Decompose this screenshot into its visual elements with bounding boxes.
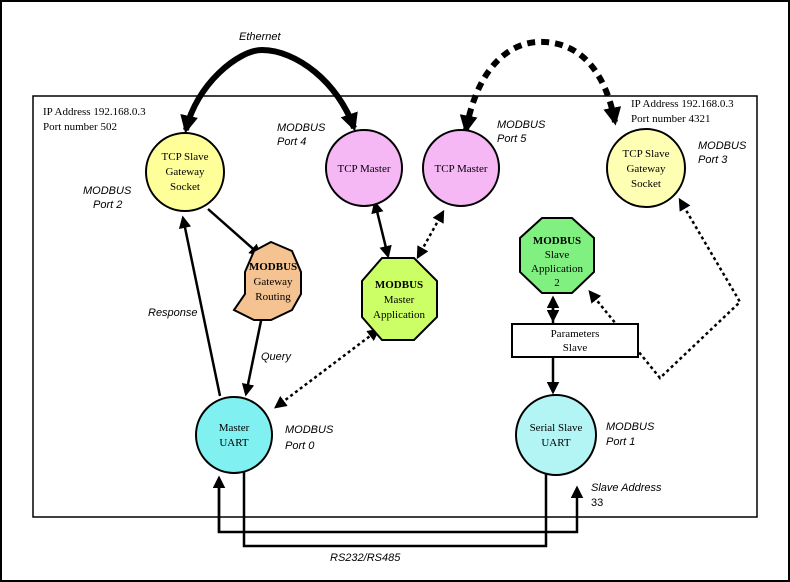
node-label-line: Socket — [631, 178, 661, 190]
node-shape — [232, 240, 302, 321]
node-label-line: MODBUS — [249, 261, 297, 273]
node-label-line: Slave — [563, 342, 588, 354]
node-label-line: Master — [219, 422, 250, 434]
port0-label: MODBUS — [285, 424, 334, 436]
port3-label: MODBUS — [698, 140, 747, 152]
node-label-line: TCP Master — [434, 163, 487, 175]
node-label-line: TCP Slave — [162, 151, 209, 163]
response-label: Response — [148, 307, 198, 319]
node-tcp-master-port4: TCP Master — [325, 129, 403, 207]
node-label-line: 2 — [554, 277, 560, 289]
ip-address-right: IP Address 192.168.0.3 — [631, 98, 734, 110]
node-label-line: Gateway — [165, 166, 205, 178]
node-label-line: UART — [219, 437, 249, 449]
node-shape — [519, 217, 595, 294]
node-shape — [195, 396, 273, 474]
port5-label: MODBUS — [497, 119, 546, 131]
internal-connections — [178, 200, 560, 397]
node-shape — [422, 129, 500, 207]
ethernet-link — [180, 46, 358, 134]
query-label: Query — [261, 351, 292, 363]
node-label-line: Slave — [545, 249, 570, 261]
slave-address-value: 33 — [591, 497, 603, 509]
rs-bus-label: RS232/RS485 — [330, 552, 401, 564]
node-label-line: Serial Slave — [530, 422, 583, 434]
node-shape — [606, 128, 686, 208]
node-label-line: Master — [384, 294, 415, 306]
node-label-line: Socket — [170, 181, 200, 193]
annotations: Ethernet IP Address 192.168.0.3 Port num… — [43, 31, 747, 564]
node-label-line: TCP Slave — [623, 148, 670, 160]
rs-bus-wiring — [212, 469, 584, 548]
tcp-port5-link — [459, 38, 622, 134]
port1-label: Port 1 — [606, 436, 635, 448]
node-serial-slave-uart: Serial Slave UART — [515, 394, 597, 476]
node-master-uart: Master UART — [195, 396, 273, 474]
node-label-line: Gateway — [626, 163, 666, 175]
node-label-line: Application — [531, 263, 583, 275]
port2-label: MODBUS — [83, 185, 132, 197]
port-number-right: Port number 4321 — [631, 113, 710, 125]
port3-label: Port 3 — [698, 154, 728, 166]
node-shape — [361, 257, 438, 341]
node-shape — [145, 132, 225, 212]
node-slave-application: MODBUS Slave Application 2 — [519, 217, 595, 294]
node-tcp-slave-gateway-left: TCP Slave Gateway Socket — [145, 132, 225, 212]
node-tcp-slave-gateway-right: TCP Slave Gateway Socket — [606, 128, 686, 208]
node-label-line: MODBUS — [375, 279, 423, 291]
port0-label: Port 0 — [285, 440, 315, 452]
node-label-line: MODBUS — [533, 235, 581, 247]
port-number-left: Port number 502 — [43, 121, 117, 133]
node-shape — [325, 129, 403, 207]
node-tcp-master-port5: TCP Master — [422, 129, 500, 207]
node-shape — [515, 394, 597, 476]
port2-label: Port 2 — [93, 199, 122, 211]
node-label-line: UART — [541, 437, 571, 449]
node-label-line: TCP Master — [337, 163, 390, 175]
node-label-line: Routing — [255, 291, 291, 303]
node-gateway-routing: MODBUS Gateway Routing — [232, 240, 302, 321]
port4-label: Port 4 — [277, 136, 306, 148]
port4-label: MODBUS — [277, 122, 326, 134]
port5-label: Port 5 — [497, 133, 527, 145]
node-label-line: Parameters — [551, 328, 600, 340]
node-shape — [511, 323, 639, 358]
port1-label: MODBUS — [606, 421, 655, 433]
slave-address-label: Slave Address — [591, 482, 662, 494]
node-label-line: Application — [373, 309, 425, 321]
node-master-application: MODBUS Master Application — [361, 257, 438, 341]
node-label-line: Gateway — [253, 276, 293, 288]
ethernet-label: Ethernet — [239, 31, 282, 43]
ip-address-left: IP Address 192.168.0.3 — [43, 106, 146, 118]
node-parameters-slave: Parameters Slave — [511, 323, 639, 358]
